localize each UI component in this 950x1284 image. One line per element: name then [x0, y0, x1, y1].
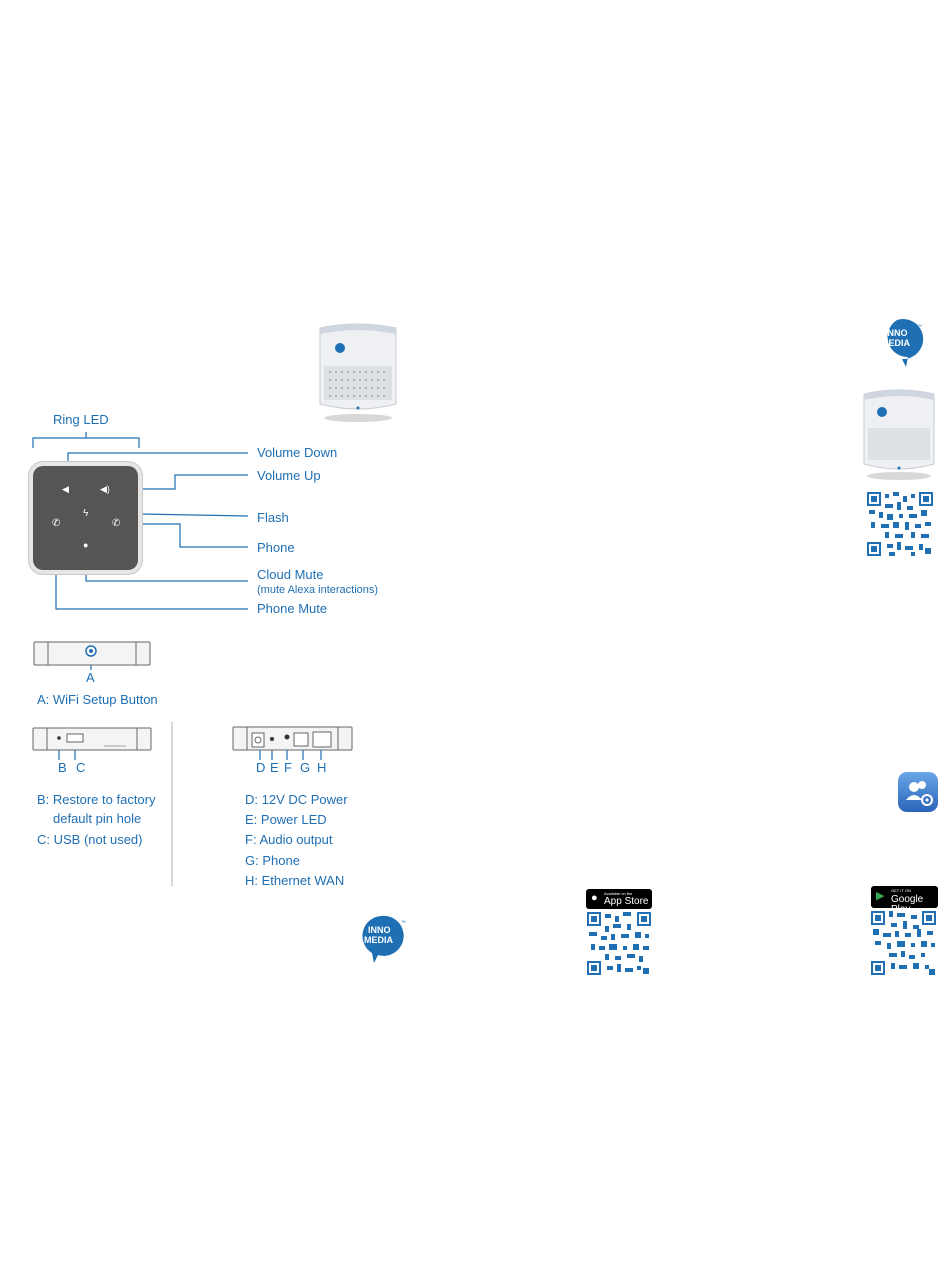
volume-up-icon: ◀) — [100, 484, 110, 494]
innomedia-logo-top: INNO MEDIA ™ — [876, 318, 924, 370]
phone-mute-label: Phone Mute — [257, 601, 328, 616]
logo-text-inno-top: INNO — [885, 328, 908, 338]
phone-label: Phone — [257, 540, 295, 555]
phone-mute-icon: ✆ — [52, 518, 61, 529]
app-store-big-text: App Store — [604, 896, 649, 907]
product-photo-top — [318, 322, 398, 422]
cloud-mute-note: (mute Alexa interactions) — [257, 584, 379, 596]
legend-c: C: USB (not used) — [37, 832, 143, 847]
apple-icon: ● — [591, 892, 598, 904]
innomedia-logo-bottom: INNO MEDIA ™ — [360, 914, 408, 966]
marker-h: H — [317, 760, 327, 775]
marker-d: D — [256, 760, 266, 775]
mic-icon: ● — [83, 540, 89, 550]
flash-icon: ϟ — [83, 508, 89, 519]
marker-f: F — [284, 760, 292, 775]
marker-e: E — [270, 760, 279, 775]
google-play-badge[interactable]: ▶ GET IT ON Google Play — [871, 886, 938, 915]
app-settings-icon[interactable] — [898, 772, 938, 812]
logo-tm: ™ — [401, 920, 406, 926]
legend-h: H: Ethernet WAN — [245, 873, 345, 888]
marker-a: A — [86, 670, 95, 685]
flash-label: Flash — [257, 510, 289, 525]
volume-down-label: Volume Down — [257, 445, 338, 460]
legend-f: F: Audio output — [245, 832, 333, 847]
app-store-small-text: Available on the — [604, 891, 633, 896]
product-photo-right — [862, 388, 936, 480]
cube-illustration — [319, 323, 397, 422]
marker-b: B — [58, 760, 67, 775]
legend-g: G: Phone — [245, 853, 300, 868]
phone-icon: ✆ — [112, 518, 121, 529]
logo-text-inno: INNO — [368, 925, 391, 935]
ring-led-label: Ring LED — [53, 412, 109, 427]
marker-c: C — [76, 760, 86, 775]
legend-e: E: Power LED — [245, 812, 327, 827]
marker-g: G — [300, 760, 311, 775]
cloud-mute-label: Cloud Mute — [257, 567, 324, 582]
volume-down-icon: ◀ — [62, 484, 69, 494]
wifi-setup-caption: A: WiFi Setup Button — [37, 692, 158, 707]
app-store-badge[interactable]: ● Available on the App Store — [586, 889, 652, 909]
legend-b2: default pin hole — [53, 811, 142, 826]
google-small-text: GET IT ON — [891, 888, 911, 893]
logo-text-media: MEDIA — [364, 935, 393, 945]
logo-tm-top: ™ — [917, 324, 922, 330]
device-top-panel — [33, 466, 138, 570]
google-big-text: Google Play — [891, 894, 924, 915]
logo-text-media-top: MEDIA — [881, 338, 910, 348]
volume-up-label: Volume Up — [257, 468, 321, 483]
legend-d: D: 12V DC Power — [245, 792, 348, 807]
legend-b: B: Restore to factory — [37, 792, 156, 807]
google-play-icon: ▶ — [876, 890, 885, 902]
